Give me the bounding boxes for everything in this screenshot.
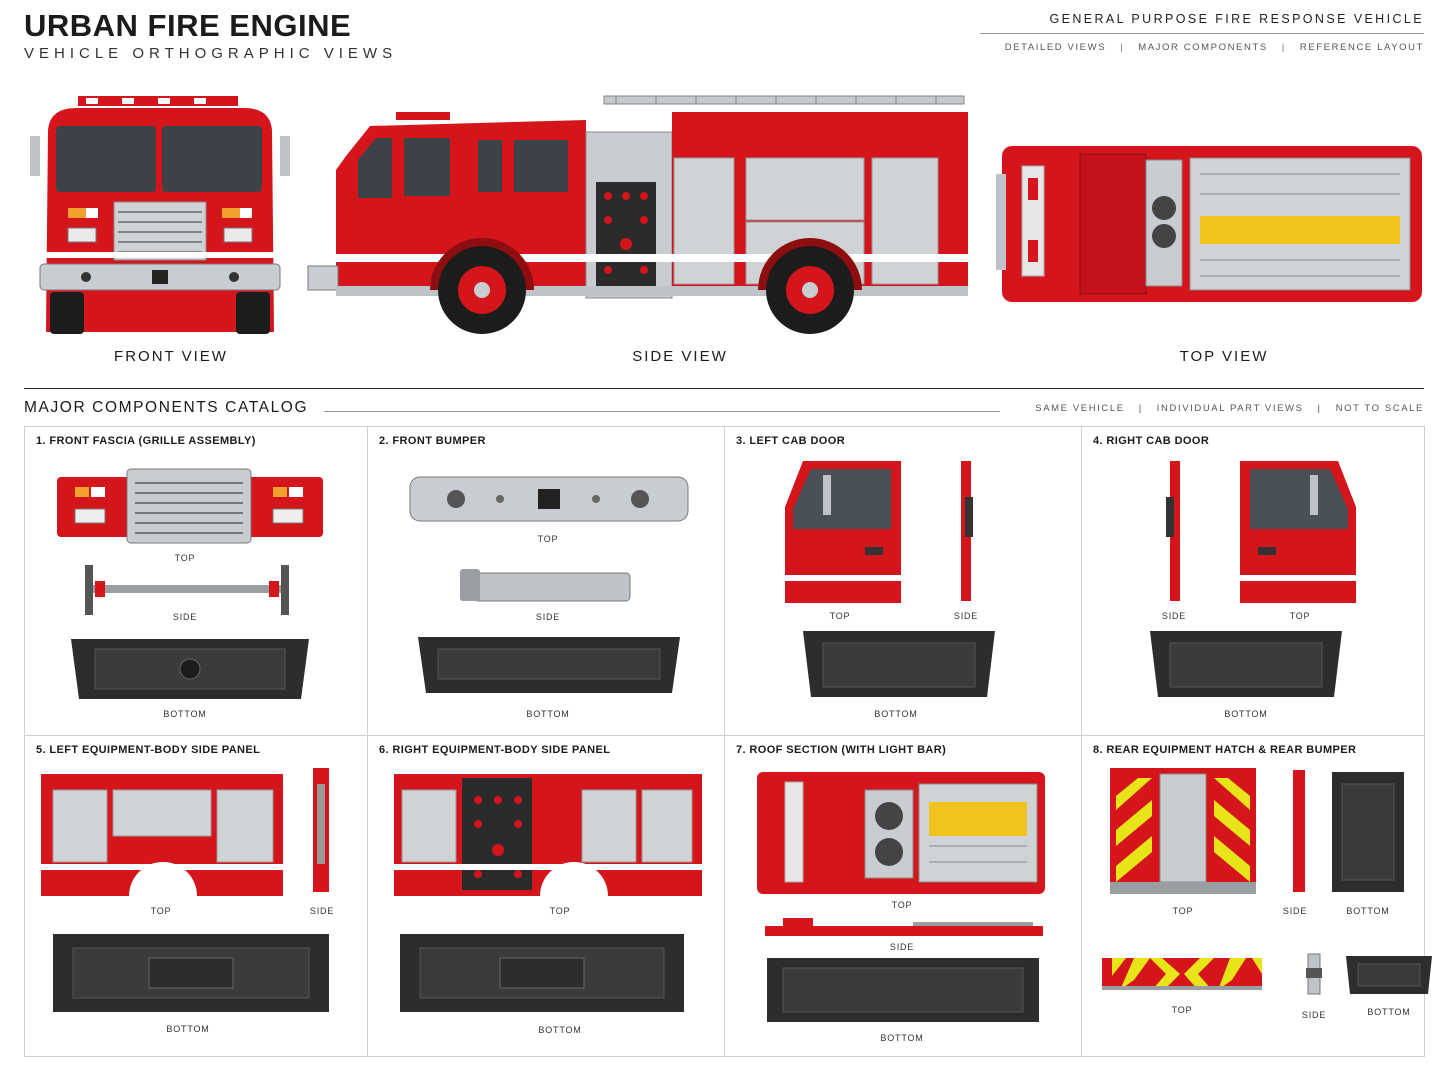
component-card-front-bumper: 2. FRONT BUMPER TOP SIDE BOTTOM	[368, 427, 725, 736]
component-card-left-body-panel: 5. LEFT EQUIPMENT-BODY SIDE PANEL TOP SI…	[25, 736, 368, 1057]
left-cab-door-top-view	[785, 461, 901, 603]
section-divider	[24, 388, 1424, 389]
component-card-roof-section: 7. ROOF SECTION (WITH LIGHT BAR) TOP SID…	[725, 736, 1082, 1057]
rear-hatch-top-view	[1110, 768, 1256, 894]
part-view-label: TOP	[891, 900, 913, 910]
component-title: 5. LEFT EQUIPMENT-BODY SIDE PANEL	[36, 744, 261, 756]
part-view-label: TOP	[1171, 1005, 1193, 1015]
header-link-detailed-views: DETAILED VIEWS	[1004, 42, 1107, 53]
part-view-label: TOP	[549, 906, 571, 916]
page-title: URBAN FIRE ENGINE	[24, 8, 352, 43]
side-view-illustration	[307, 95, 968, 334]
right-cab-door-side-view	[1166, 461, 1180, 601]
part-view-label: TOP	[829, 611, 851, 621]
right-body-panel-top-view	[394, 774, 702, 896]
rear-bumper-bottom-view	[1346, 956, 1432, 994]
top-view-label: TOP VIEW	[1179, 348, 1269, 365]
part-view-label: SIDE	[309, 906, 335, 916]
part-view-label: TOP	[1172, 906, 1194, 916]
part-view-label: BOTTOM	[163, 709, 207, 719]
header-links: DETAILED VIEWS | MAJOR COMPONENTS | REFE…	[1005, 42, 1424, 53]
rear-hatch-bottom-view	[1332, 772, 1404, 892]
page-subtitle: VEHICLE ORTHOGRAPHIC VIEWS	[24, 45, 398, 62]
component-title: 3. LEFT CAB DOOR	[736, 435, 846, 447]
part-view-label: TOP	[150, 906, 172, 916]
part-view-label: BOTTOM	[1224, 709, 1268, 719]
left-cab-door-bottom-view	[803, 631, 995, 697]
separator: |	[1120, 42, 1125, 53]
component-title: 6. RIGHT EQUIPMENT-BODY SIDE PANEL	[379, 744, 611, 756]
top-view-illustration	[996, 146, 1422, 302]
part-view-label: SIDE	[889, 942, 915, 952]
catalog-title: MAJOR COMPONENTS CATALOG	[24, 399, 309, 416]
part-view-label: SIDE	[172, 612, 198, 622]
roof-section-top-view	[757, 772, 1045, 894]
header-link-reference-layout: REFERENCE LAYOUT	[1299, 42, 1424, 53]
component-title: 7. ROOF SECTION (WITH LIGHT BAR)	[736, 744, 947, 756]
component-card-front-fascia: 1. FRONT FASCIA (GRILLE ASSEMBLY) TOP SI…	[25, 427, 368, 736]
catalog-title-line	[324, 411, 1000, 412]
roof-section-bottom-view	[767, 958, 1039, 1022]
right-cab-door-top-view	[1240, 461, 1356, 603]
front-bumper-bottom-view	[418, 637, 680, 693]
front-bumper-side-view	[460, 569, 631, 602]
rear-bumper-top-view	[1102, 958, 1262, 990]
component-title: 4. RIGHT CAB DOOR	[1093, 435, 1210, 447]
part-view-label: BOTTOM	[874, 709, 918, 719]
part-view-label: TOP	[1289, 611, 1311, 621]
part-view-label: BOTTOM	[880, 1033, 924, 1043]
separator: |	[1281, 42, 1286, 53]
side-view-label: SIDE VIEW	[632, 348, 728, 365]
header-link-major-components: MAJOR COMPONENTS	[1138, 42, 1268, 53]
left-body-panel-top-view	[41, 774, 283, 896]
part-view-label: BOTTOM	[1346, 906, 1390, 916]
component-card-right-body-panel: 6. RIGHT EQUIPMENT-BODY SIDE PANEL TOP B…	[368, 736, 725, 1057]
component-title: 8. REAR EQUIPMENT HATCH & REAR BUMPER	[1093, 744, 1357, 756]
roof-section-side-view	[765, 918, 1043, 936]
catalog-note-not-to-scale: NOT TO SCALE	[1335, 403, 1424, 414]
part-view-label: TOP	[537, 534, 559, 544]
catalog-note-individual-part-views: INDIVIDUAL PART VIEWS	[1156, 403, 1304, 414]
part-view-label: SIDE	[953, 611, 979, 621]
front-fascia-side-view	[85, 565, 289, 615]
rear-bumper-side-view	[1306, 953, 1322, 995]
part-view-label: SIDE	[1161, 611, 1187, 621]
front-bumper-top-view	[409, 476, 689, 522]
header-divider	[980, 33, 1424, 34]
part-view-label: BOTTOM	[526, 709, 570, 719]
separator: |	[1138, 403, 1143, 414]
left-body-panel-bottom-view	[53, 934, 329, 1012]
part-view-label: SIDE	[535, 612, 561, 622]
part-view-label: BOTTOM	[1367, 1007, 1411, 1017]
component-card-right-cab-door: 4. RIGHT CAB DOOR SIDE TOP BOTTOM	[1082, 427, 1425, 736]
right-cab-door-bottom-view	[1150, 631, 1342, 697]
component-card-rear-hatch-bumper: 8. REAR EQUIPMENT HATCH & REAR BUMPER TO…	[1082, 736, 1432, 1057]
front-fascia-bottom-view	[71, 639, 309, 699]
rear-hatch-side-view	[1293, 770, 1305, 892]
separator: |	[1317, 403, 1322, 414]
catalog-note-same-vehicle: SAME VEHICLE	[1035, 403, 1125, 414]
part-view-label: BOTTOM	[538, 1025, 582, 1035]
components-grid: 1. FRONT FASCIA (GRILLE ASSEMBLY) TOP SI…	[24, 426, 1432, 1057]
part-view-label: SIDE	[1282, 906, 1308, 916]
front-view-illustration	[30, 96, 290, 334]
vehicle-tagline: GENERAL PURPOSE FIRE RESPONSE VEHICLE	[1049, 12, 1424, 26]
part-view-label: BOTTOM	[166, 1024, 210, 1034]
component-card-left-cab-door: 3. LEFT CAB DOOR TOP SIDE BOTTOM	[725, 427, 1082, 736]
component-title: 1. FRONT FASCIA (GRILLE ASSEMBLY)	[36, 435, 256, 447]
left-cab-door-side-view	[961, 461, 973, 601]
component-title: 2. FRONT BUMPER	[379, 435, 486, 447]
front-view-label: FRONT VIEW	[114, 348, 228, 365]
part-view-label: TOP	[174, 553, 196, 563]
right-body-panel-bottom-view	[400, 934, 684, 1012]
part-view-label: SIDE	[1301, 1010, 1327, 1020]
front-fascia-top-view	[57, 468, 323, 544]
left-body-panel-side-view	[313, 768, 329, 892]
catalog-links: SAME VEHICLE | INDIVIDUAL PART VIEWS | N…	[1035, 403, 1424, 414]
